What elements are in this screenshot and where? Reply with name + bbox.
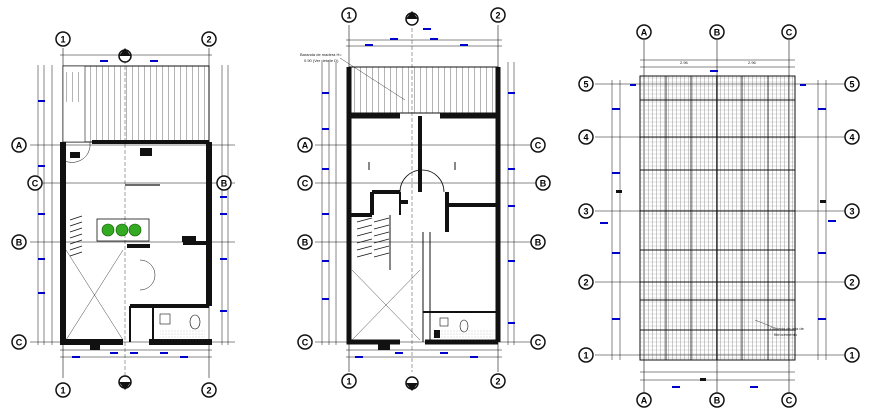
svg-text:4: 4 bbox=[583, 133, 588, 143]
svg-text:B: B bbox=[16, 238, 23, 248]
grid-bubble-left-3: 3 bbox=[578, 203, 594, 219]
grid-bubble-right-b-upper: B bbox=[535, 175, 551, 191]
grid-bubble-right-2: 2 bbox=[844, 274, 860, 290]
svg-text:4: 4 bbox=[849, 133, 854, 143]
grid-bubble-left-c-lower: C bbox=[11, 334, 27, 350]
svg-text:2.96: 2.96 bbox=[748, 60, 757, 65]
svg-text:C: C bbox=[535, 141, 542, 151]
grid-bubble-left-a: A bbox=[297, 137, 313, 153]
grid-bubble-bottom-1: 1 bbox=[55, 382, 71, 398]
svg-text:C: C bbox=[302, 179, 309, 189]
grid-bubble-left-c-upper: C bbox=[297, 175, 313, 191]
grid-bubble-bottom-1: 1 bbox=[341, 373, 357, 389]
section-marker-top bbox=[118, 48, 132, 63]
grid-bubble-left-a: A bbox=[11, 137, 27, 153]
svg-text:C: C bbox=[302, 338, 309, 348]
grid-bubble-bottom-a: A bbox=[636, 392, 652, 408]
svg-text:5: 5 bbox=[849, 80, 854, 90]
svg-text:C: C bbox=[32, 179, 39, 189]
grid-bubble-top-1: 1 bbox=[341, 7, 357, 23]
svg-text:B: B bbox=[714, 28, 721, 38]
svg-text:B: B bbox=[302, 238, 309, 248]
section-marker-top bbox=[405, 11, 419, 26]
grid-bubble-right-3: 3 bbox=[844, 203, 860, 219]
svg-text:2: 2 bbox=[583, 278, 588, 288]
grid-bubble-left-c-lower: C bbox=[297, 334, 313, 350]
grid-bubble-left-1: 1 bbox=[578, 347, 594, 363]
svg-text:Cubierta de teja de: Cubierta de teja de bbox=[770, 326, 805, 331]
grid-bubble-right-1: 1 bbox=[844, 347, 860, 363]
svg-text:2: 2 bbox=[206, 386, 211, 396]
grid-bubble-top-a: A bbox=[636, 24, 652, 40]
svg-text:3: 3 bbox=[583, 207, 588, 217]
svg-text:2.96: 2.96 bbox=[680, 60, 689, 65]
grid-bubble-right-c-lower: C bbox=[530, 334, 546, 350]
svg-text:1: 1 bbox=[60, 386, 65, 396]
grid-bubble-bottom-b: B bbox=[709, 392, 725, 408]
svg-text:A: A bbox=[641, 28, 648, 38]
svg-text:0.90 (Ver detalle D): 0.90 (Ver detalle D) bbox=[304, 58, 339, 63]
grid-bubble-top-b: B bbox=[709, 24, 725, 40]
svg-text:3: 3 bbox=[849, 207, 854, 217]
svg-text:A: A bbox=[641, 396, 648, 406]
svg-text:C: C bbox=[535, 338, 542, 348]
grid-bubble-left-5: 5 bbox=[578, 76, 594, 92]
grid-bubble-top-2: 2 bbox=[201, 31, 217, 47]
svg-text:C: C bbox=[786, 396, 793, 406]
section-marker-bottom bbox=[118, 375, 132, 390]
svg-text:B: B bbox=[221, 179, 228, 189]
svg-text:B: B bbox=[540, 179, 547, 189]
svg-text:2: 2 bbox=[849, 278, 854, 288]
svg-text:1: 1 bbox=[60, 35, 65, 45]
svg-text:B: B bbox=[535, 238, 542, 248]
svg-text:B: B bbox=[714, 396, 721, 406]
grid-bubble-bottom-c: C bbox=[781, 392, 797, 408]
svg-text:5: 5 bbox=[583, 80, 588, 90]
svg-text:fibrocemento: fibrocemento bbox=[774, 332, 798, 337]
grid-bubble-right-b: B bbox=[216, 175, 232, 191]
grid-bubble-left-c-upper: C bbox=[27, 175, 43, 191]
svg-text:A: A bbox=[302, 141, 309, 151]
grid-bubble-top-c: C bbox=[781, 24, 797, 40]
plan-left: 1 2 1 2 A C B bbox=[11, 31, 235, 398]
grid-bubble-left-4: 4 bbox=[578, 129, 594, 145]
grid-bubble-right-b-lower: B bbox=[530, 234, 546, 250]
grid-bubble-right-c-upper: C bbox=[530, 137, 546, 153]
grid-bubble-left-b: B bbox=[11, 234, 27, 250]
svg-text:2: 2 bbox=[495, 11, 500, 21]
svg-text:C: C bbox=[786, 28, 793, 38]
planter-trees bbox=[101, 223, 142, 237]
svg-text:1: 1 bbox=[346, 11, 351, 21]
plan-right-roof: 2.96 2.96 Cubierta de teja de fibrocemen… bbox=[578, 24, 860, 408]
grid-bubble-top-2: 2 bbox=[490, 7, 506, 23]
svg-text:1: 1 bbox=[583, 351, 588, 361]
svg-text:2: 2 bbox=[495, 377, 500, 387]
grid-bubble-left-b: B bbox=[297, 234, 313, 250]
plan-middle: Baranda de madera H= 0.90 (Ver detalle D… bbox=[297, 7, 551, 391]
section-marker-bottom bbox=[405, 376, 419, 391]
svg-text:A: A bbox=[16, 141, 23, 151]
grid-bubble-right-5: 5 bbox=[844, 76, 860, 92]
svg-text:1: 1 bbox=[346, 377, 351, 387]
grid-bubble-top-1: 1 bbox=[55, 31, 71, 47]
svg-text:2: 2 bbox=[206, 35, 211, 45]
svg-text:Baranda de madera H=: Baranda de madera H= bbox=[300, 52, 342, 57]
grid-bubble-left-2: 2 bbox=[578, 274, 594, 290]
grid-bubble-right-4: 4 bbox=[844, 129, 860, 145]
grid-bubble-bottom-2: 2 bbox=[490, 373, 506, 389]
svg-text:C: C bbox=[16, 338, 23, 348]
grid-bubble-bottom-2: 2 bbox=[201, 382, 217, 398]
svg-text:1: 1 bbox=[849, 351, 854, 361]
